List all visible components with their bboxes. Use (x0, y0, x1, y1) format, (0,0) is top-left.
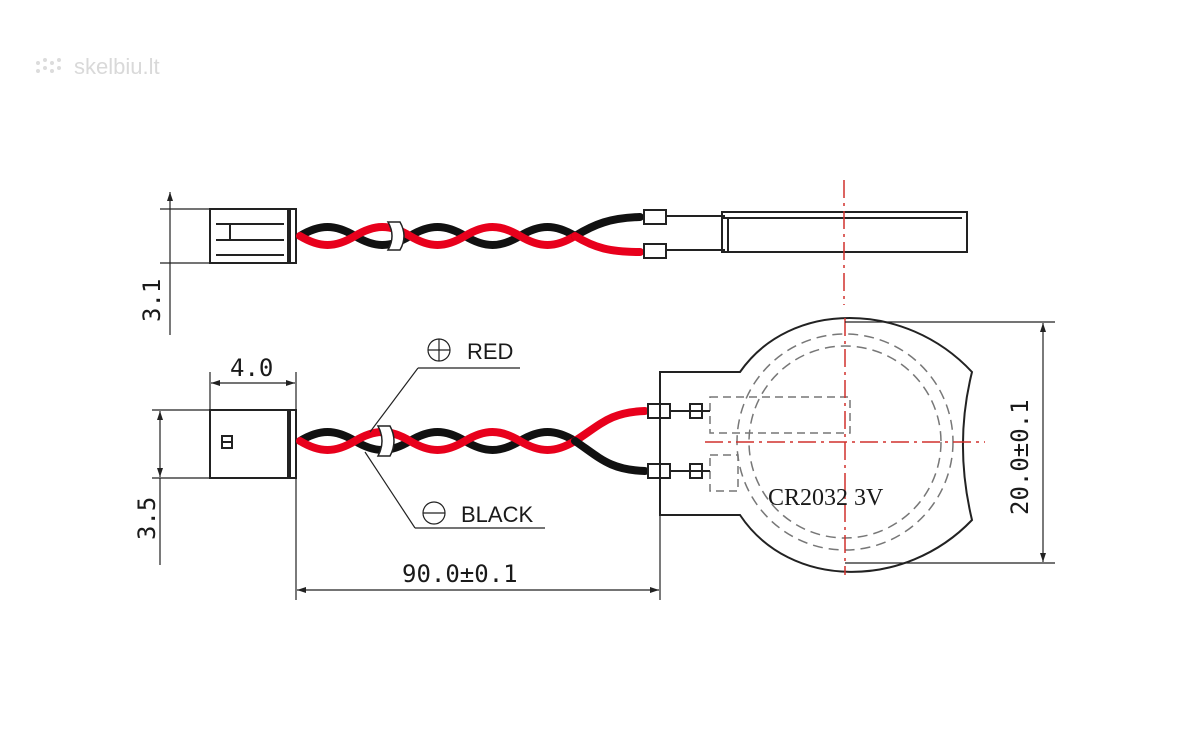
side-view: 3.1 (138, 180, 968, 335)
side-battery (643, 209, 968, 259)
dim-connector-height-label: 3.5 (133, 497, 161, 540)
dim-connector-width-label: 4.0 (230, 354, 273, 382)
battery-body (647, 317, 974, 573)
dim-side-height-label: 3.1 (138, 279, 166, 322)
battery-label: CR2032 3V (768, 485, 884, 511)
black-leader (364, 451, 545, 529)
side-twisted-wire (296, 213, 644, 256)
front-twisted-wire (296, 407, 649, 475)
dots-logo-icon (36, 58, 61, 73)
front-view: CR2032 3V RED BLACK 4.0 (133, 317, 1055, 600)
dim-cable-length (295, 478, 661, 600)
watermark: skelbiu.lt (36, 54, 160, 79)
watermark-text: skelbiu.lt (74, 54, 160, 79)
red-leader (369, 338, 520, 433)
dim-cable-length-label: 90.0±0.1 (402, 560, 518, 588)
dim-battery-diameter (845, 321, 1055, 564)
dim-side-height (160, 192, 215, 335)
front-connector (209, 409, 297, 479)
side-break-mark (386, 221, 405, 251)
red-label: RED (467, 339, 513, 364)
dim-battery-diameter-label: 20.0±0.1 (1006, 399, 1034, 515)
black-label: BLACK (461, 502, 533, 527)
dim-connector-width (209, 372, 297, 410)
front-break-mark (376, 425, 395, 457)
battery-centerlines (705, 318, 985, 575)
side-connector (209, 208, 297, 264)
dim-connector-height (152, 409, 215, 565)
